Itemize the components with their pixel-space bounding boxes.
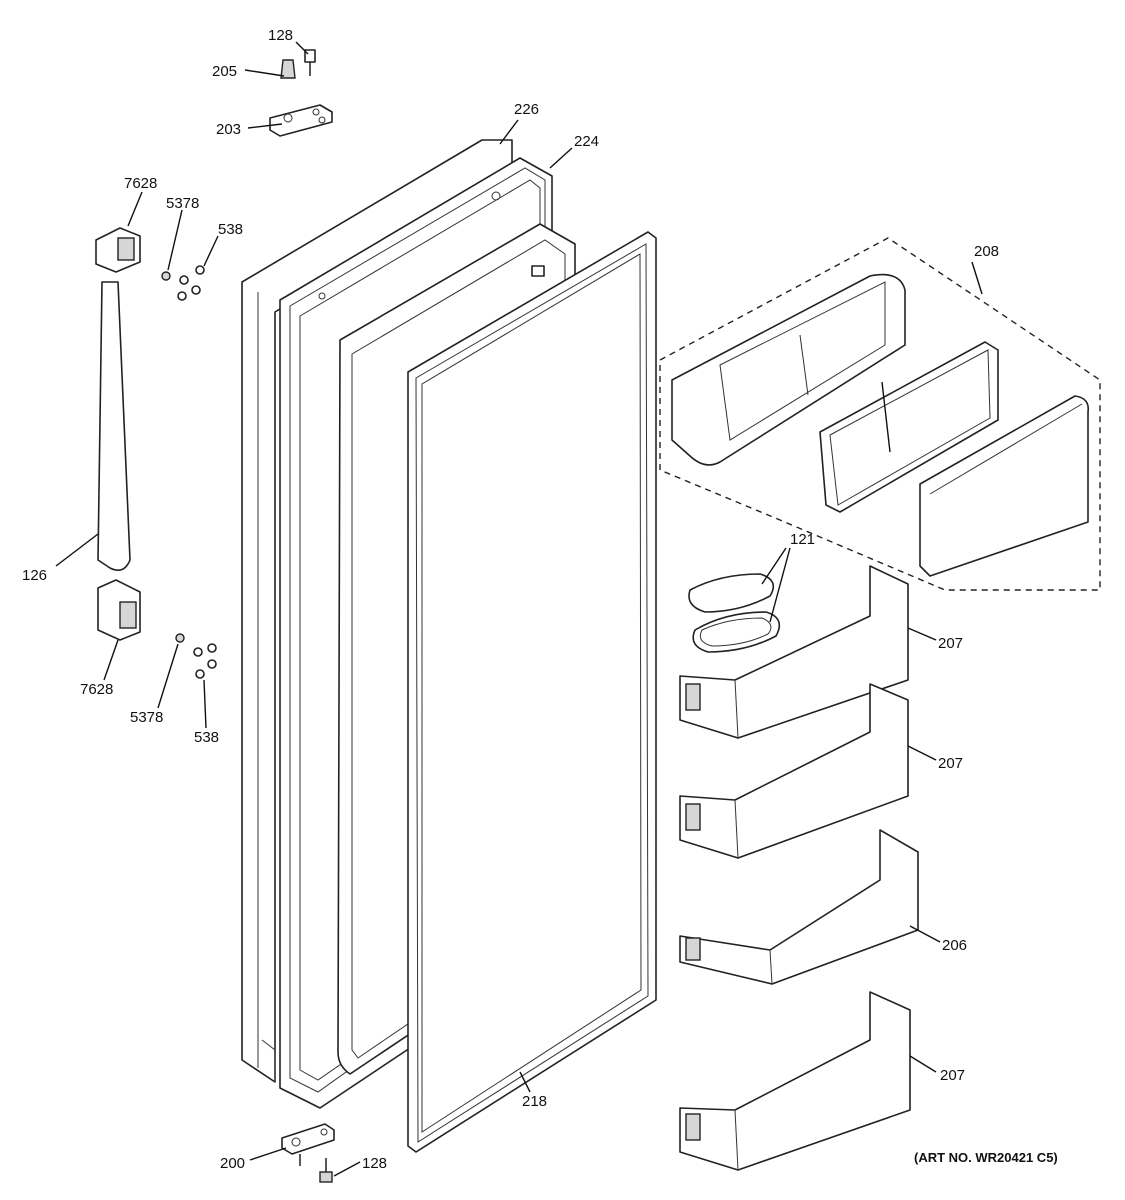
callout-218: 218 [522, 1093, 547, 1110]
callout-126: 126 [22, 567, 47, 584]
callout-203: 203 [216, 121, 241, 138]
callout-207-middle: 207 [938, 755, 963, 772]
callout-226: 226 [514, 101, 539, 118]
door-bin-206 [679, 829, 919, 985]
leader-lines [55, 41, 983, 1177]
screws-5378-538-top [161, 265, 205, 301]
callout-5378-top: 5378 [166, 195, 199, 212]
callout-207-bottom: 207 [940, 1067, 965, 1084]
screws-5378-538-bottom [175, 633, 217, 679]
callout-224: 224 [574, 133, 599, 150]
callout-7628-top: 7628 [124, 175, 157, 192]
callout-538-bottom: 538 [194, 729, 219, 746]
callout-128-bottom: 128 [362, 1155, 387, 1172]
callout-labels: 128 205 203 226 224 7628 5378 538 208 12… [22, 27, 999, 1172]
handle-126 [97, 281, 131, 571]
door-bin-207-middle [679, 683, 909, 859]
handle-mount-7628-top [95, 227, 141, 273]
callout-128-top: 128 [268, 27, 293, 44]
callout-538-top: 538 [218, 221, 243, 238]
callout-208: 208 [974, 243, 999, 260]
door-bin-207-bottom [679, 991, 911, 1171]
callout-5378-bottom: 5378 [130, 709, 163, 726]
art-number: (ART NO. WR20421 C5) [914, 1150, 1058, 1165]
door-bin-207-top [679, 565, 909, 739]
callout-121: 121 [790, 531, 815, 548]
egg-tray-121 [688, 573, 781, 653]
handle-mount-7628-bottom [97, 579, 141, 641]
dairy-assembly-208 [659, 237, 1101, 591]
screw-128-top [304, 49, 316, 76]
hinge-200 [281, 1123, 335, 1166]
hinge-203 [269, 104, 333, 137]
screw-128-bottom [319, 1158, 333, 1183]
callout-7628-bottom: 7628 [80, 681, 113, 698]
callout-205: 205 [212, 63, 237, 80]
cap-205 [280, 59, 296, 79]
door-gasket-218 [407, 231, 657, 1153]
callout-206: 206 [942, 937, 967, 954]
callout-200: 200 [220, 1155, 245, 1172]
callout-207-top: 207 [938, 635, 963, 652]
